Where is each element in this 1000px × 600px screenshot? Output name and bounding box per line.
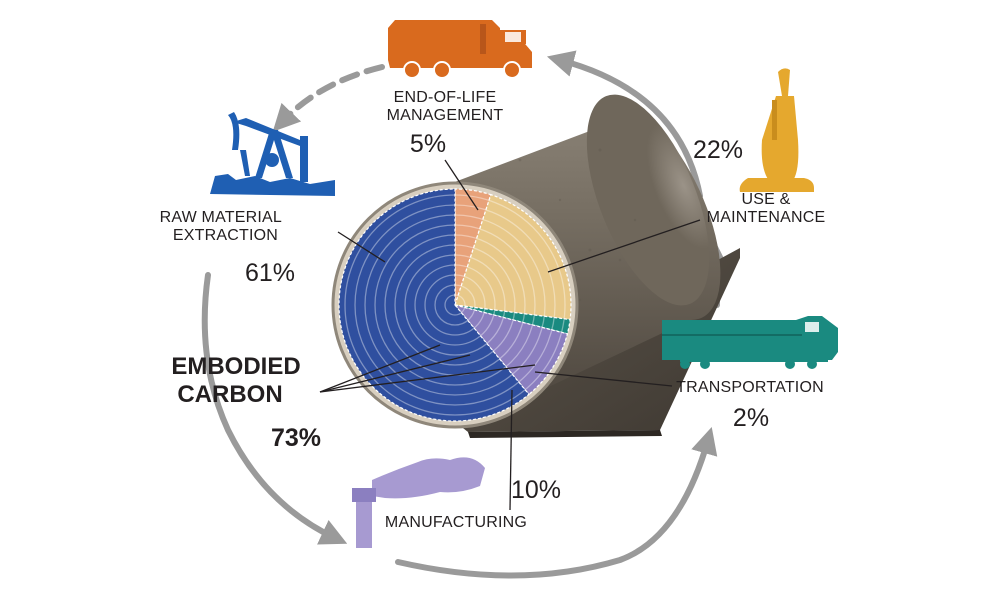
end-of-life-line2: MANAGEMENT — [387, 107, 504, 124]
manufacturing-percent: 10% — [511, 476, 561, 504]
vacuum-cleaner-icon — [739, 68, 814, 192]
leader-manufacturing — [509, 389, 513, 511]
label-manufacturing: 10% MANUFACTURING — [385, 476, 561, 531]
raw-material-line2: EXTRACTION — [173, 227, 278, 244]
pipe-illustration — [331, 94, 740, 438]
label-raw-material: RAW MATERIAL EXTRACTION 61% — [160, 209, 295, 287]
label-use-maintenance: 22% USE & MAINTENANCE — [693, 136, 825, 226]
raw-material-line1: RAW MATERIAL — [160, 209, 282, 226]
label-embodied-carbon: EMBODIED CARBON 73% — [171, 353, 321, 452]
leader-embodied-1 — [319, 344, 441, 393]
pie-slice-use-maintenance — [454, 193, 572, 321]
oil-pump-jack-icon — [210, 112, 335, 196]
embodied-line2: CARBON — [177, 381, 282, 408]
manufacturing-label: MANUFACTURING — [385, 514, 527, 531]
embodied-line1: EMBODIED — [171, 353, 300, 380]
raw-material-percent: 61% — [245, 259, 295, 287]
use-maintenance-line1: USE & — [741, 191, 790, 208]
use-maintenance-percent: 22% — [693, 136, 743, 164]
arrow-raw-to-manufacturing — [201, 272, 348, 545]
label-transportation: TRANSPORTATION 2% — [676, 379, 824, 432]
recycle-arrow — [272, 64, 385, 132]
end-of-life-percent: 5% — [410, 130, 446, 158]
garbage-truck-icon — [388, 20, 532, 79]
leader-use — [547, 219, 701, 273]
pie-chart — [338, 188, 572, 422]
lifecycle-arrows — [201, 50, 731, 579]
factory-smokestack-icon — [352, 457, 485, 548]
leader-transportation — [534, 371, 673, 387]
arrow-use-to-end-of-life — [546, 50, 703, 199]
transportation-percent: 2% — [733, 404, 769, 432]
arrow-manufacturing-to-transportation — [395, 427, 718, 579]
locomotive-icon — [662, 316, 838, 369]
leader-embodied-3 — [319, 364, 536, 393]
leader-embodied-2 — [319, 354, 471, 393]
transportation-label: TRANSPORTATION — [676, 379, 824, 396]
end-of-life-line1: END-OF-LIFE — [394, 89, 497, 106]
label-end-of-life: END-OF-LIFE MANAGEMENT 5% — [387, 89, 504, 158]
use-maintenance-line2: MAINTENANCE — [707, 209, 826, 226]
embodied-percent: 73% — [271, 424, 321, 452]
leader-lines — [319, 159, 701, 511]
leader-raw-material — [337, 231, 386, 263]
pie-slice-raw-material — [338, 188, 530, 422]
leader-end-of-life — [444, 159, 479, 211]
